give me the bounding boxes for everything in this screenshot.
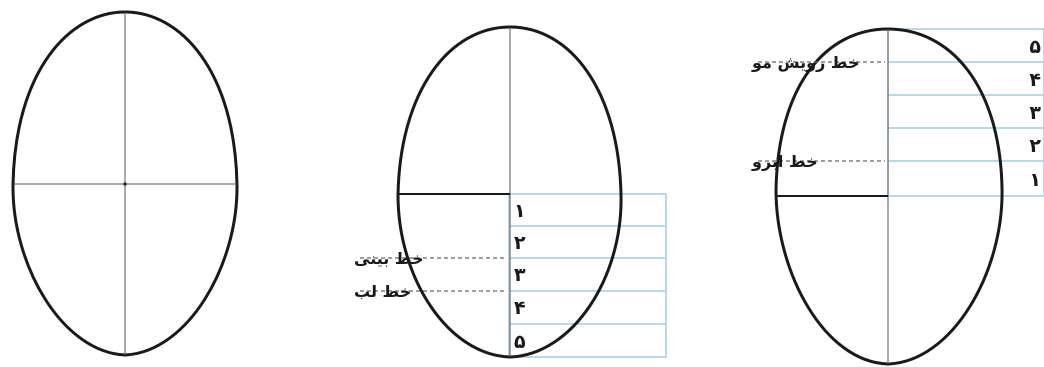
eyebrow-line-label: خط ابرو [751,152,818,171]
right-number-4: ۴ [1029,69,1041,91]
right-grid-frame [887,28,1044,197]
left-center-dot [123,182,127,186]
right-number-5: ۵ [1029,36,1041,58]
right-number-2: ۲ [1029,135,1041,157]
middle-head-figure: ۱ ۲ ۳ ۴ ۵ خط بینی خط لب [354,25,667,359]
right-grid [887,28,1044,197]
right-number-1: ۱ [1029,169,1041,191]
hairline-label: خط رویش مو [751,53,860,72]
middle-number-3: ۳ [514,264,526,286]
middle-number-4: ۴ [514,297,526,319]
right-number-3: ۳ [1029,102,1041,124]
lip-line-label: خط لب [354,282,411,301]
nose-line-label: خط بینی [354,249,424,268]
middle-number-1: ۱ [514,200,526,222]
middle-grid [508,193,667,358]
left-head-figure [11,10,239,357]
right-head-figure: ۵ ۴ ۳ ۲ ۱ خط رویش مو خط ابرو [751,27,1044,366]
middle-grid-frame [508,193,667,358]
middle-number-5: ۵ [514,331,526,353]
middle-number-2: ۲ [514,232,526,254]
